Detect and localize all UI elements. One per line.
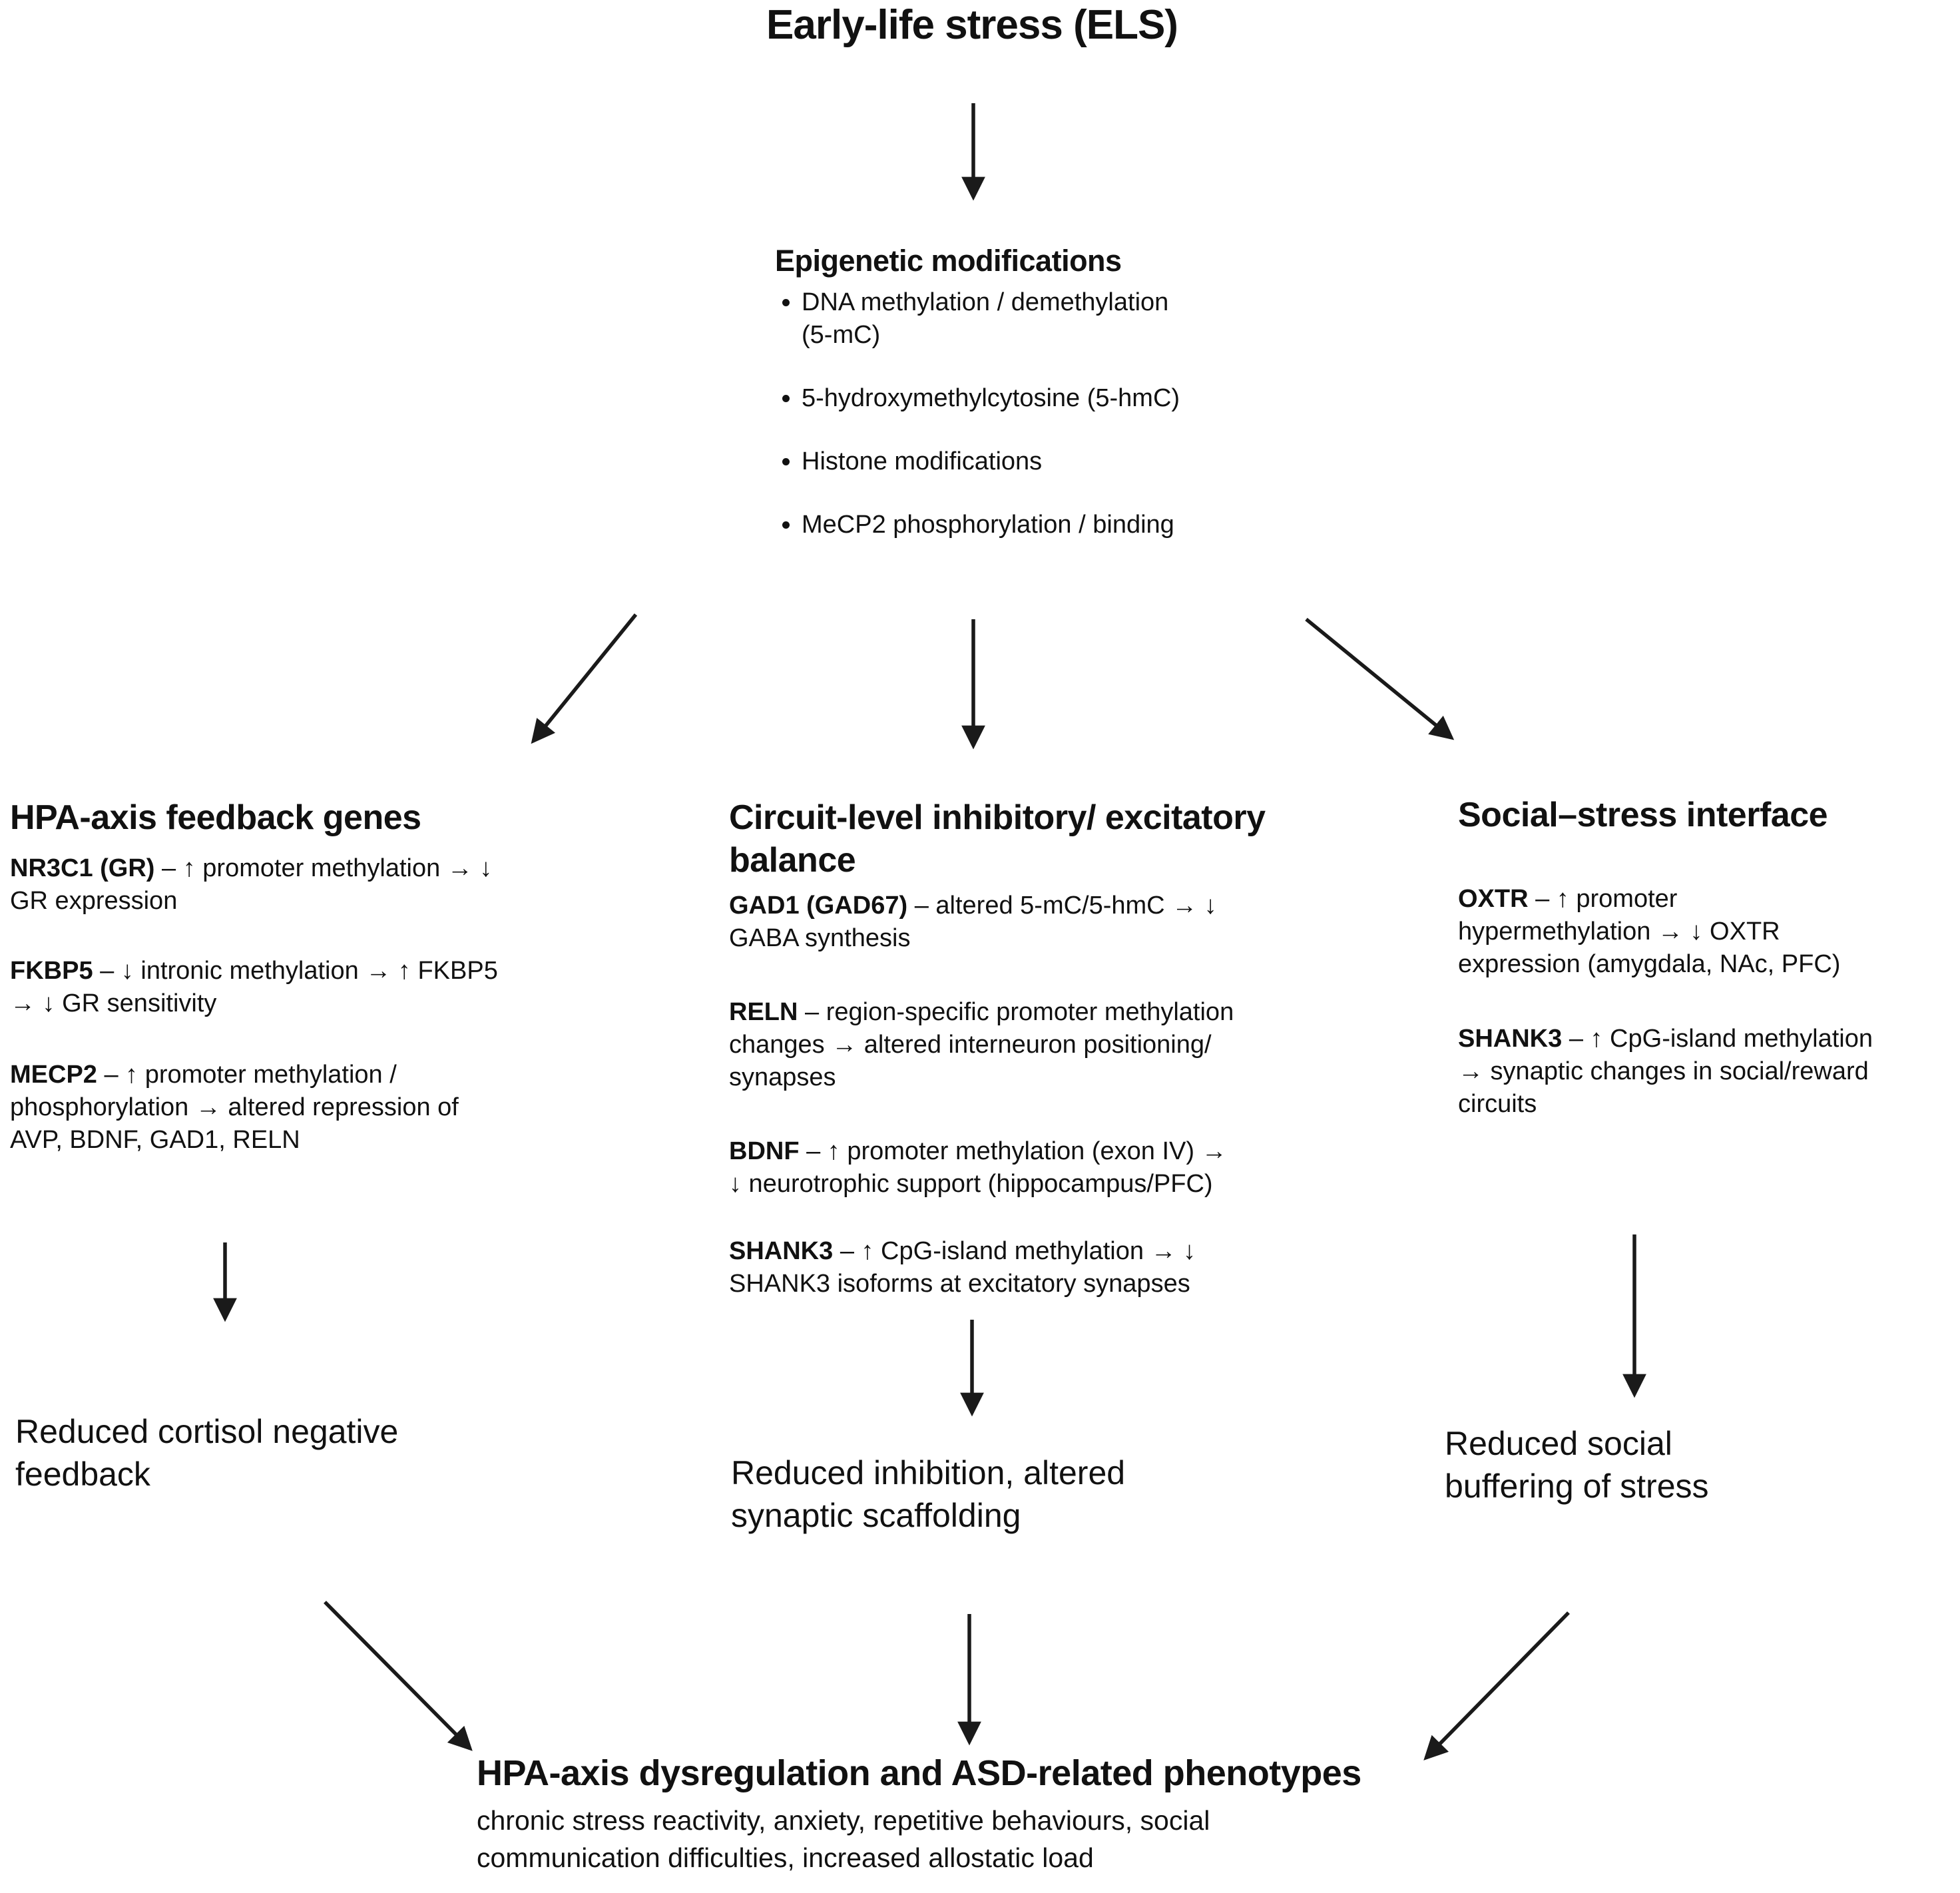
gene-effect: – altered 5-mC/5-hmC → ↓ GABA synthesis <box>729 892 1217 952</box>
gene-name: SHANK3 <box>1458 1025 1563 1053</box>
arrow-branch-right <box>1305 617 1455 740</box>
column-hpa-axis-feedback-genes: HPA-axis feedback genes NR3C1 (GR) – ↑ p… <box>10 796 622 1262</box>
outcome-reduced-social-buffering: Reduced social buffering of stress <box>1445 1425 1709 1505</box>
gene-entry-oxtr: OXTR – ↑ promoter hypermethylation → ↓ O… <box>1458 883 1840 981</box>
arrow-branch-left <box>531 613 638 744</box>
gene-effect: – ↓ intronic methylation → ↑ FKBP5 → ↓ G… <box>10 957 498 1017</box>
gene-name: BDNF <box>729 1137 800 1165</box>
gene-name: NR3C1 (GR) <box>10 854 155 882</box>
gene-entry-gad1: GAD1 (GAD67) – altered 5-mC/5-hmC → ↓ GA… <box>729 890 1217 955</box>
column-title: Circuit-level inhibitory/ excitatory bal… <box>729 798 1266 880</box>
gene-entry-shank3: SHANK3 – ↑ CpG-island methylation → ↓ SH… <box>729 1235 1196 1300</box>
column-title: HPA-axis feedback genes <box>10 798 421 837</box>
gene-effect: – ↑ CpG-island methylation → synaptic ch… <box>1458 1025 1873 1118</box>
gene-name: SHANK3 <box>729 1237 834 1265</box>
gene-name: FKBP5 <box>10 957 93 985</box>
footer-title: HPA-axis dysregulation and ASD-related p… <box>477 1753 1361 1793</box>
bullet-item: DNA methylation / demethylation (5-mC) <box>802 286 1228 352</box>
bullet-item: 5-hydroxymethylcytosine (5-hmC) <box>802 382 1228 415</box>
gene-effect: – ↑ promoter hypermethylation → ↓ OXTR e… <box>1458 885 1841 978</box>
gene-effect: – ↑ promoter methylation (exon IV) → ↓ n… <box>729 1137 1227 1198</box>
gene-name: MECP2 <box>10 1061 97 1089</box>
outcome-reduced-cortisol-feedback: Reduced cortisol negative feedback <box>15 1413 399 1493</box>
gene-entry-mecp2: MECP2 – ↑ promoter methylation / phospho… <box>10 1059 459 1157</box>
gene-entry-reln: RELN – region-specific promoter methylat… <box>729 996 1234 1094</box>
column-social-stress-interface: Social–stress interface OXTR – ↑ promote… <box>1458 794 1960 1260</box>
column-circuit-level-balance: Circuit-level inhibitory/ excitatory bal… <box>729 796 1368 1329</box>
epigenetic-heading: Epigenetic modifications <box>775 244 1122 278</box>
gene-entry-nr3c1: NR3C1 (GR) – ↑ promoter methylation → ↓ … <box>10 852 492 918</box>
epigenetic-bullet-list: DNA methylation / demethylation (5-mC) 5… <box>775 286 1228 541</box>
bullet-item: MeCP2 phosphorylation / binding <box>802 509 1228 541</box>
footer-subtitle: chronic stress reactivity, anxiety, repe… <box>477 1805 1210 1873</box>
footer-phenotypes-block: HPA-axis dysregulation and ASD-related p… <box>477 1751 1542 1876</box>
gene-effect: – ↑ promoter methylation / phosphorylati… <box>10 1061 459 1154</box>
bullet-item: Histone modifications <box>802 445 1228 478</box>
gene-entry-bdnf: BDNF – ↑ promoter methylation (exon IV) … <box>729 1135 1227 1201</box>
gene-entry-fkbp5: FKBP5 – ↓ intronic methylation → ↑ FKBP5… <box>10 955 498 1020</box>
gene-name: RELN <box>729 998 798 1026</box>
outcome-reduced-inhibition: Reduced inhibition, altered synaptic sca… <box>731 1454 1126 1534</box>
gene-entry-shank3-social: SHANK3 – ↑ CpG-island methylation → syna… <box>1458 1023 1873 1121</box>
gene-effect: – ↑ promoter methylation → ↓ GR expressi… <box>10 854 493 915</box>
epigenetic-modifications-block: Epigenetic modifications DNA methylation… <box>775 244 1228 572</box>
gene-name: GAD1 (GAD67) <box>729 892 908 920</box>
els-title: Early-life stress (ELS) <box>766 2 1178 48</box>
gene-name: OXTR <box>1458 885 1529 913</box>
column-title: Social–stress interface <box>1458 796 1828 834</box>
gene-effect: – region-specific promoter methylation c… <box>729 998 1234 1091</box>
arrow-converge-left <box>324 1601 473 1751</box>
arrow-converge-right <box>1423 1611 1570 1760</box>
gene-effect: – ↑ CpG-island methylation → ↓ SHANK3 is… <box>729 1237 1196 1298</box>
